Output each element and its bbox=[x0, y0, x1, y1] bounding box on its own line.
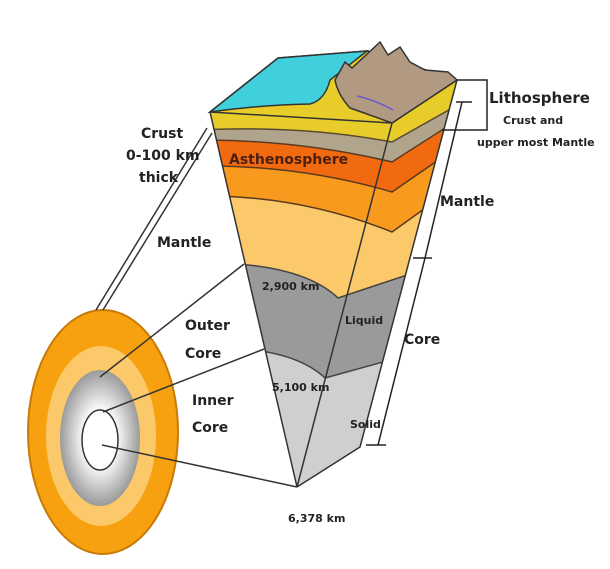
label-5100km: 5,100 km bbox=[272, 381, 329, 394]
label-inner-core: Core bbox=[192, 420, 228, 436]
brackets bbox=[366, 79, 488, 446]
label-crust: Crust bbox=[141, 126, 183, 142]
label-lithosphere: Lithosphere bbox=[489, 89, 590, 107]
label-asthenosphere: Asthenosphere bbox=[229, 152, 348, 168]
label-crust-depth: 0-100 km bbox=[126, 148, 200, 164]
core-bracket bbox=[377, 257, 426, 446]
label-outer-core: Core bbox=[185, 346, 221, 362]
lithosphere-bracket bbox=[442, 79, 488, 131]
label-lithosphere-sub2: upper most Mantle bbox=[477, 136, 595, 149]
label-mantle-left: Mantle bbox=[157, 235, 211, 251]
mantle-bracket bbox=[424, 101, 463, 259]
connector-lines bbox=[95, 127, 298, 488]
river bbox=[356, 95, 394, 111]
label-mantle-right: Mantle bbox=[440, 194, 494, 210]
circle-inner-core bbox=[81, 409, 119, 471]
label-outer: Outer bbox=[185, 318, 230, 334]
earth-cross-section bbox=[27, 309, 179, 555]
label-inner: Inner bbox=[192, 393, 234, 409]
label-2900km: 2,900 km bbox=[262, 280, 319, 293]
label-6378km: 6,378 km bbox=[288, 512, 345, 525]
label-crust-thick: thick bbox=[139, 170, 179, 186]
ocean bbox=[207, 50, 370, 114]
label-solid: Solid bbox=[350, 418, 381, 431]
label-liquid: Liquid bbox=[345, 314, 383, 327]
mountains bbox=[334, 40, 459, 124]
label-core-right: Core bbox=[404, 332, 440, 348]
label-lithosphere-sub1: Crust and bbox=[503, 114, 563, 127]
